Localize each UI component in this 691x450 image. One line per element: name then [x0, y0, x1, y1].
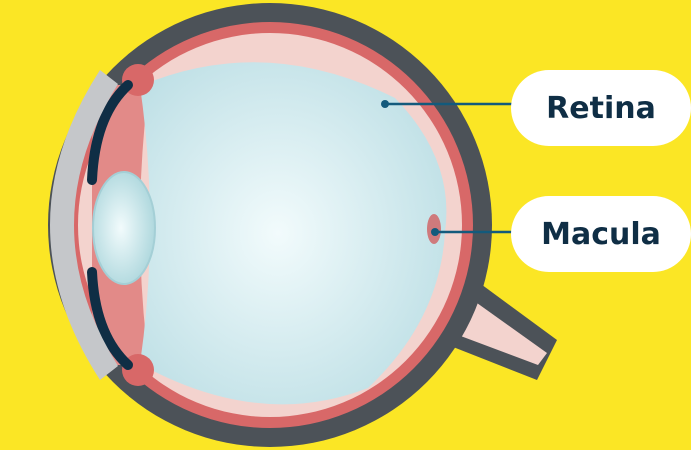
retina-leader-dot: [381, 100, 389, 108]
retina-label: Retina: [511, 70, 691, 146]
macula-leader-dot: [431, 228, 439, 236]
lens: [93, 172, 155, 284]
macula-label: Macula: [511, 196, 691, 272]
